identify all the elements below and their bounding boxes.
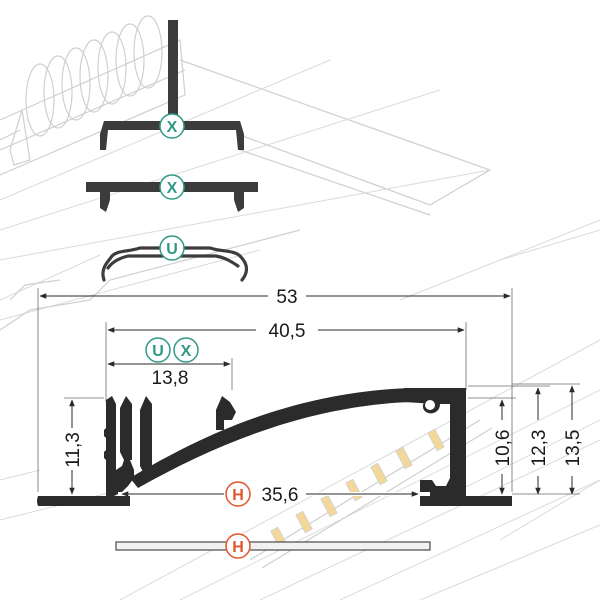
u-clip-badge: [159, 235, 185, 261]
right-height-2-value: 12,3: [529, 430, 550, 467]
h-dim-badge: [225, 481, 251, 507]
x-dim-label: X: [181, 343, 192, 360]
x-top-label: X: [167, 119, 178, 136]
h-strip-badge: [225, 533, 251, 559]
h-dim-label: H: [232, 487, 244, 504]
dimension-right-heights: 10,6 12,3 13,5: [468, 383, 584, 495]
u-dim-badge: [145, 337, 171, 363]
profile-cross-section: [37, 388, 512, 506]
h-strip-label: H: [232, 539, 244, 556]
inner-width-value: 40,5: [269, 321, 306, 342]
x-top-badge: [159, 113, 185, 139]
t-mount-bracket: X: [100, 20, 244, 150]
dimension-left-height: 11,3: [63, 397, 104, 495]
dimension-ux-width: U X 13,8: [107, 337, 233, 390]
u-clip-label: U: [166, 241, 178, 258]
right-height-1-value: 10,6: [493, 430, 514, 467]
dimension-inner-width: 40,5: [105, 321, 467, 402]
right-height-3-value: 13,5: [563, 430, 584, 467]
overall-width-value: 53: [276, 287, 297, 308]
ux-width-value: 13,8: [152, 368, 189, 389]
spring-clip-sketch: [0, 15, 163, 166]
cover-strip: H: [115, 533, 431, 559]
u-spring-clip: U: [101, 235, 249, 282]
x-mid-badge: [159, 174, 185, 200]
x-mid-label: X: [167, 180, 178, 197]
dimension-h-width: H 35,6: [121, 481, 419, 507]
dimension-overall-width: 53: [37, 287, 513, 492]
left-height-value: 11,3: [63, 432, 84, 468]
u-dim-label: U: [152, 343, 164, 360]
flat-mount-clip: X: [86, 174, 258, 212]
x-dim-badge: [173, 337, 199, 363]
h-width-value: 35,6: [262, 485, 299, 506]
